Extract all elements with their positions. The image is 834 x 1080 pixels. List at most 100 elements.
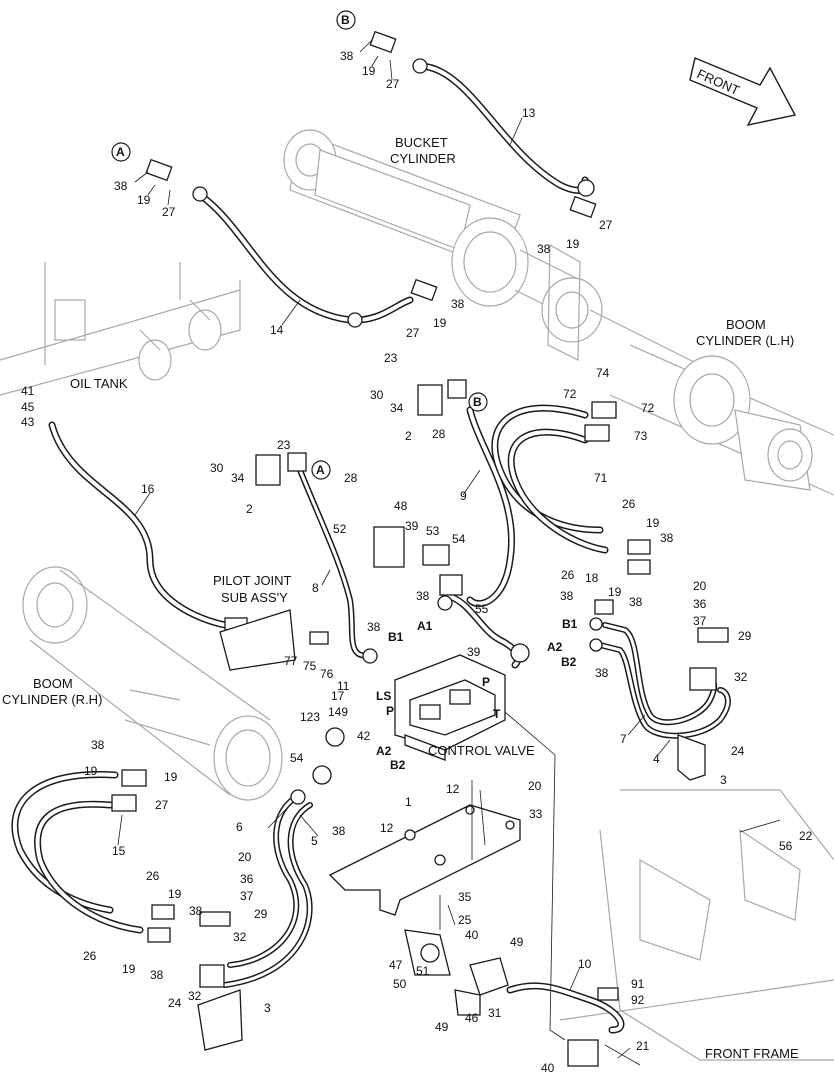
boom-cylinder-rh-label-2: CYLINDER (R.H): [2, 692, 102, 707]
part-number: 36: [693, 597, 707, 611]
front-direction-arrow: FRONT: [689, 57, 797, 126]
part-number: 38: [114, 179, 128, 193]
part-number: 27: [406, 326, 420, 340]
callout-b-top: B: [341, 13, 350, 27]
part-number: 20: [238, 850, 252, 864]
pump-block-drawing: [404, 929, 641, 1067]
part-number: 39: [405, 519, 419, 533]
part-number: 32: [188, 989, 202, 1003]
part-number: 2: [405, 429, 412, 443]
bucket-cylinder-label-1: BUCKET: [395, 135, 448, 150]
part-number: 19: [566, 237, 580, 251]
port-a2-right: A2: [547, 640, 563, 654]
part-number: 19: [84, 764, 98, 778]
oil-tank-drawing: [0, 262, 241, 396]
bucket-cylinder-drawing: [283, 129, 701, 366]
part-number: 26: [83, 949, 97, 963]
part-number: 75: [303, 659, 317, 673]
port-t-right: T: [493, 707, 501, 721]
part-number: 6: [236, 820, 243, 834]
part-number: 33: [529, 807, 543, 821]
part-number: 20: [693, 579, 707, 593]
part-number: 22: [799, 829, 813, 843]
part-number: 38: [189, 904, 203, 918]
part-number: 26: [146, 869, 160, 883]
part-number: 38: [595, 666, 609, 680]
port-b1-left: B1: [388, 630, 404, 644]
part-number: 46: [465, 1011, 479, 1025]
part-number: 72: [641, 401, 655, 415]
part-number: 26: [622, 497, 636, 511]
part-number: 11: [337, 679, 350, 693]
part-number: 38: [660, 531, 674, 545]
port-p-right: P: [482, 675, 490, 689]
bucket-cylinder-label-2: CYLINDER: [390, 151, 456, 166]
part-number: 38: [332, 824, 346, 838]
port-b1-right: B1: [562, 617, 578, 631]
part-number: 29: [738, 629, 752, 643]
part-number: 2: [246, 502, 253, 516]
part-number: 51: [416, 964, 430, 978]
part-numbers: 38 19 27 13 38 19 27 38 19 27 14 38 19 2…: [21, 49, 813, 1075]
part-number: 36: [240, 872, 254, 886]
part-number: 19: [168, 887, 182, 901]
pilot-joint-label-2: SUB ASS'Y: [221, 590, 288, 605]
part-number: 24: [168, 996, 182, 1010]
boom-cylinder-rh-drawing: [22, 566, 283, 801]
part-number: 38: [91, 738, 105, 752]
part-number: 38: [537, 242, 551, 256]
part-number: 1: [405, 795, 412, 809]
part-number: 3: [264, 1001, 271, 1015]
part-number: 8: [312, 581, 319, 595]
part-number: 40: [465, 928, 479, 942]
part-number: 52: [333, 522, 347, 536]
control-valve-label: CONTROL VALVE: [428, 743, 535, 758]
part-number: 26: [561, 568, 575, 582]
part-number: 3: [720, 773, 727, 787]
part-number: 27: [162, 205, 176, 219]
callout-b-mid: B: [473, 395, 482, 409]
part-number: 15: [112, 844, 126, 858]
part-number: 34: [231, 471, 245, 485]
part-number: 55: [475, 602, 489, 616]
part-number: 56: [779, 839, 793, 853]
fittings: [111, 30, 729, 1051]
part-number: 27: [386, 77, 400, 91]
port-b2-left: B2: [390, 758, 406, 772]
part-number: 19: [433, 316, 447, 330]
part-number: 19: [122, 962, 136, 976]
part-number: 25: [458, 913, 472, 927]
bracket-plate-drawing: [328, 804, 521, 916]
port-a1-left: A1: [417, 619, 433, 633]
boom-cylinder-lh-label-2: CYLINDER (L.H): [696, 333, 794, 348]
part-number: 18: [585, 571, 599, 585]
part-number: 48: [394, 499, 408, 513]
boom-cylinder-lh-drawing: [609, 344, 834, 496]
part-number: 73: [634, 429, 648, 443]
front-frame-drawing: [559, 789, 834, 1061]
part-number: 19: [608, 585, 622, 599]
leader-lines: [117, 39, 781, 1059]
part-number: 39: [467, 645, 481, 659]
callout-a-mid: A: [316, 463, 325, 477]
part-number: 32: [233, 930, 247, 944]
part-number: 28: [432, 427, 446, 441]
part-number: 12: [380, 821, 394, 835]
part-number: 9: [460, 489, 467, 503]
hoses: [11, 62, 625, 1034]
part-number: 92: [631, 993, 645, 1007]
control-valve-drawing: [394, 654, 506, 761]
part-number: 34: [390, 401, 404, 415]
part-number: 38: [451, 297, 465, 311]
part-number: 38: [150, 968, 164, 982]
part-number: 71: [594, 471, 608, 485]
part-number: 40: [541, 1061, 555, 1075]
oil-tank-label: OIL TANK: [70, 376, 128, 391]
part-number: 17: [331, 689, 345, 703]
port-ls: LS: [376, 689, 391, 703]
part-number: 37: [693, 614, 707, 628]
part-number: 41: [21, 384, 35, 398]
part-number: 20: [528, 779, 542, 793]
part-number: 23: [384, 351, 398, 365]
part-number: 77: [284, 654, 298, 668]
